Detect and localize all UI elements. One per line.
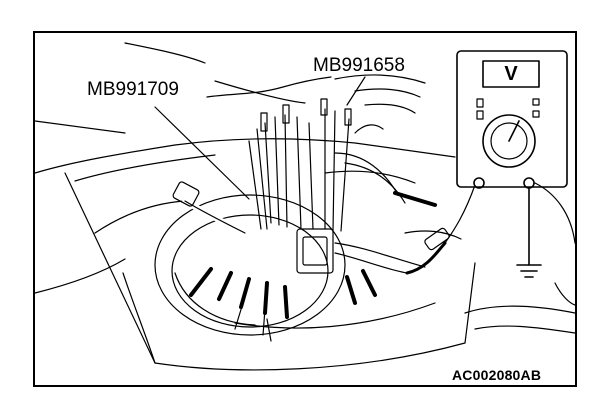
voltage-symbol: V	[504, 63, 518, 85]
callout-mb991658: MB991658	[313, 55, 405, 76]
multimeter	[456, 50, 568, 189]
ground-lead	[516, 187, 542, 278]
vehicle-floor-panel	[35, 42, 476, 371]
leader-lines	[154, 76, 366, 200]
meter-display: V	[504, 63, 518, 85]
callout-mb991709: MB991709	[87, 79, 179, 100]
figure-code: AC002080AB	[452, 367, 542, 383]
probe-lead	[405, 177, 480, 275]
illustration-frame: MB991709 MB991658 V AC002080AB	[33, 31, 577, 387]
hand	[464, 182, 575, 334]
wiring-illustration	[35, 42, 575, 371]
test-harness-bundle	[172, 98, 437, 342]
fuel-pump-opening	[154, 194, 346, 336]
